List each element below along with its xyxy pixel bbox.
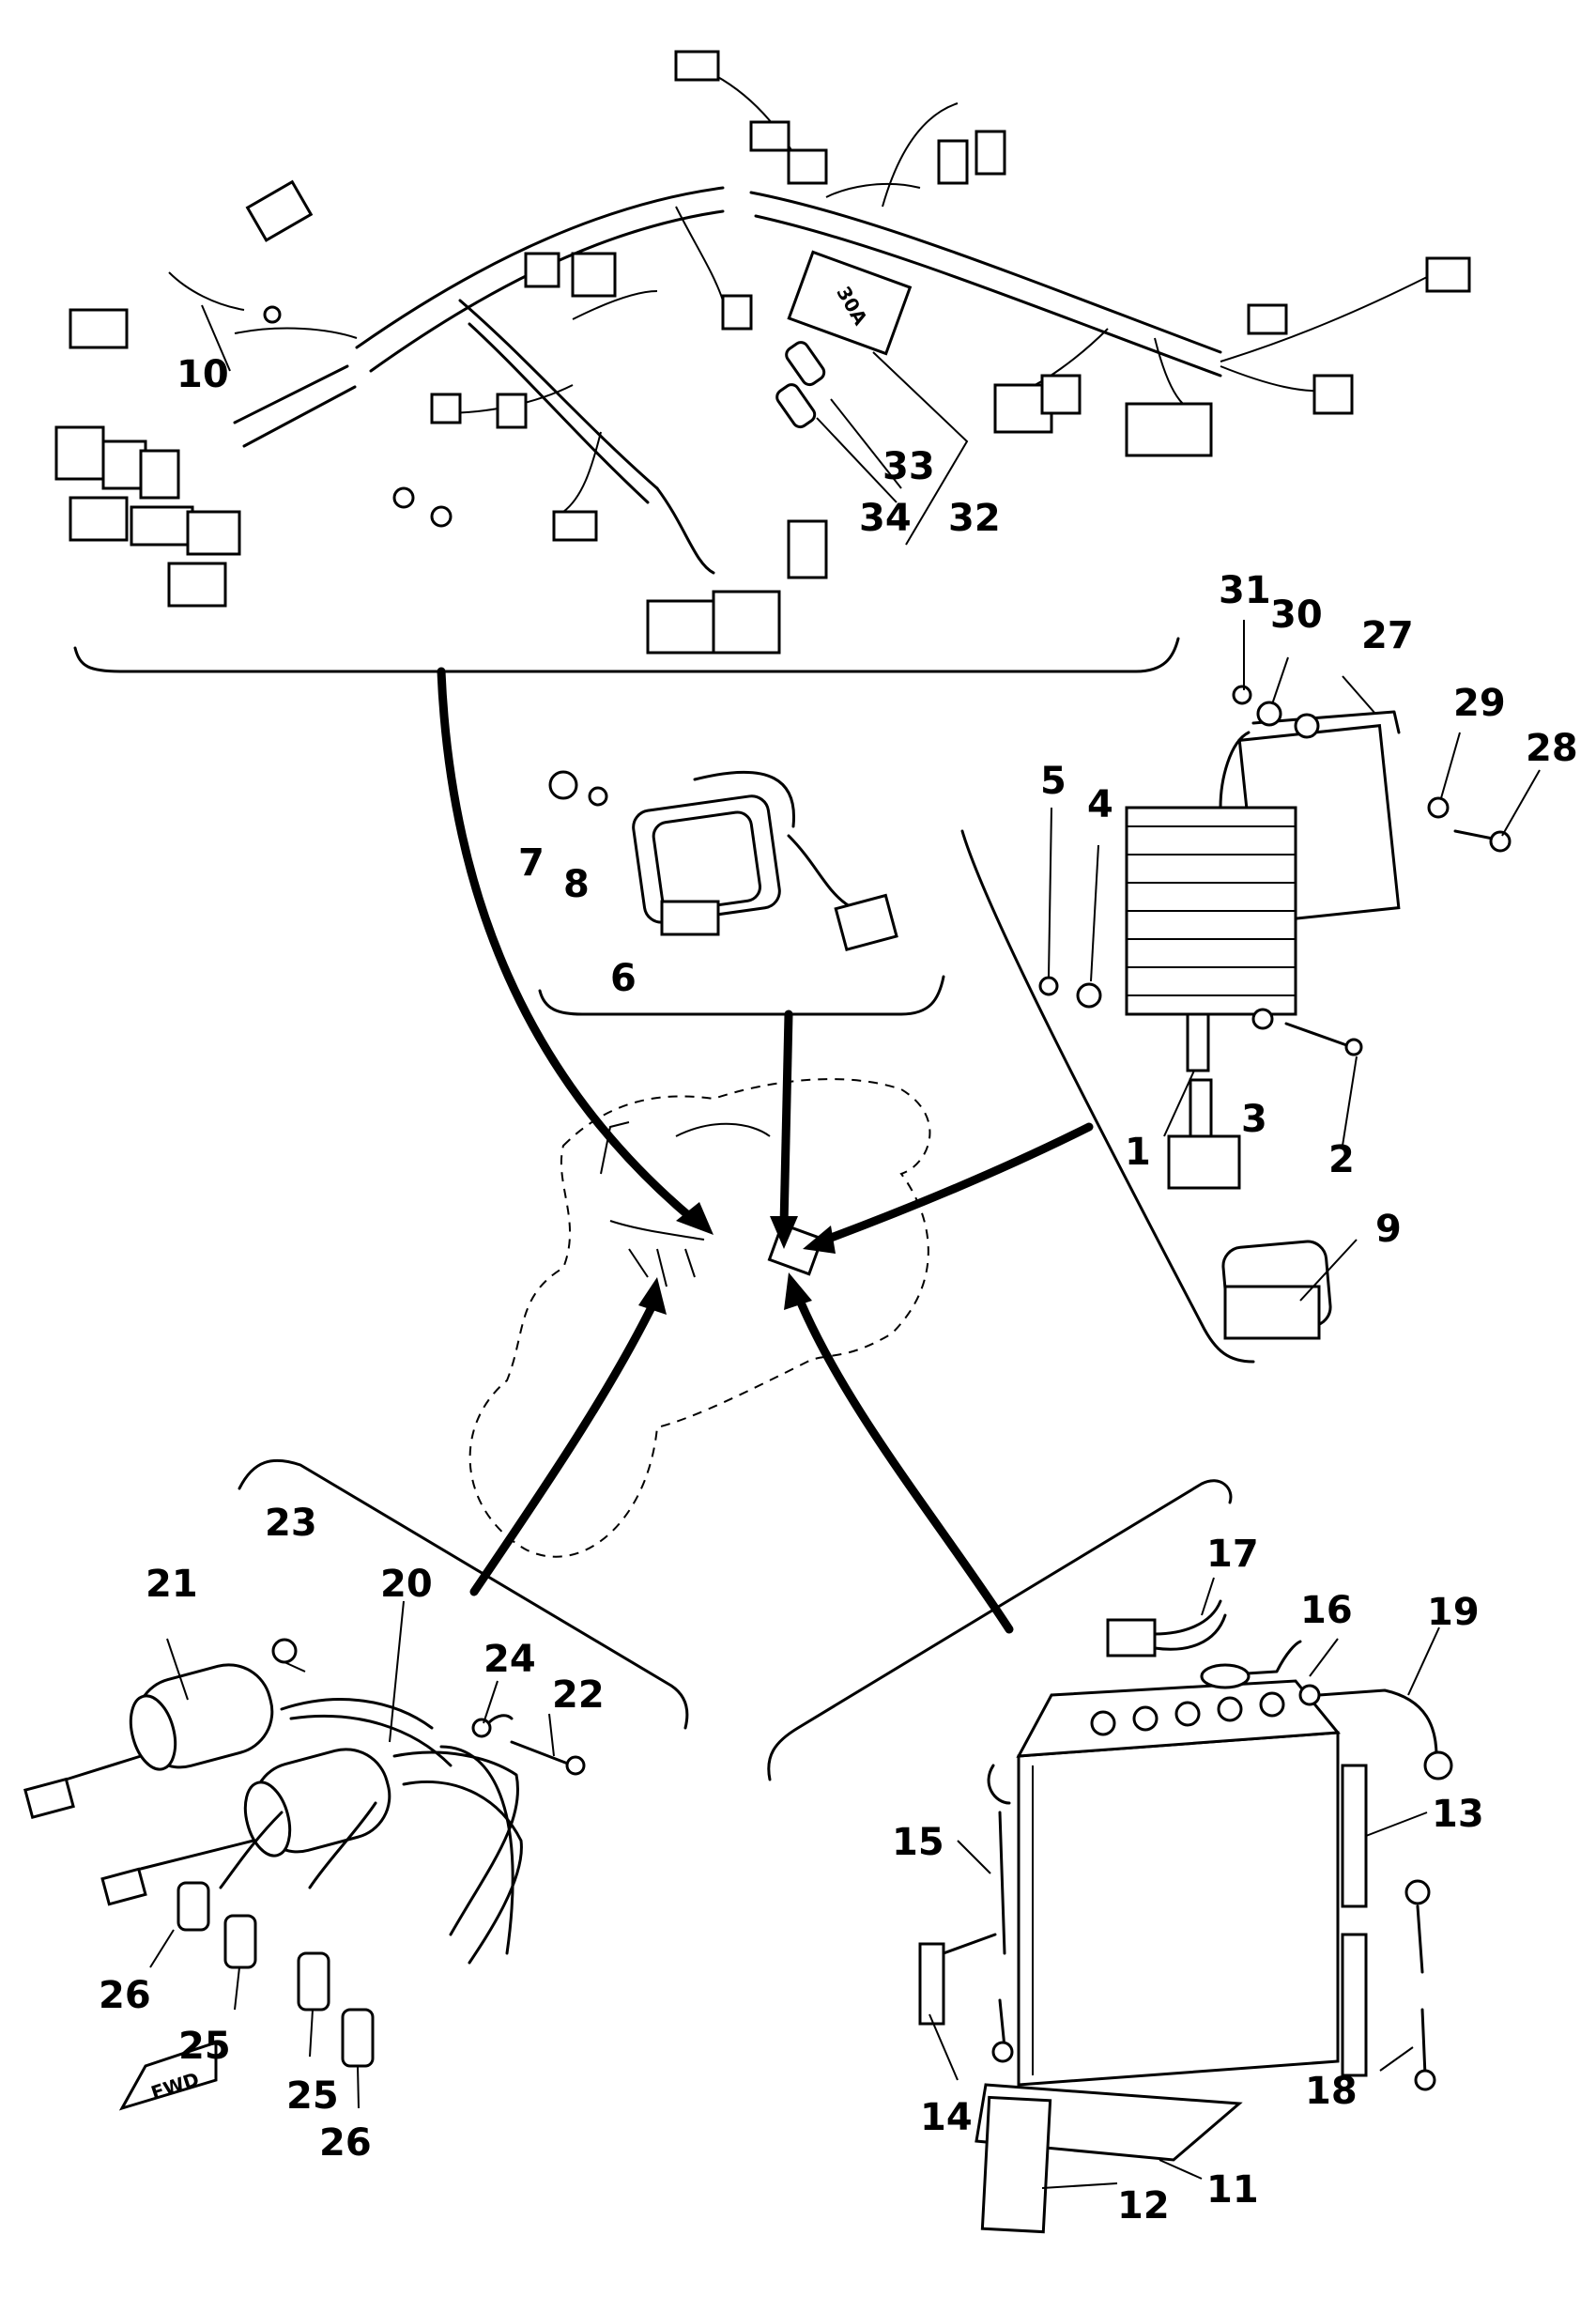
connector-arrows	[437, 667, 1094, 1634]
label-part-2: 2	[1328, 1138, 1355, 1181]
motorcycle-outline	[468, 1078, 931, 1558]
label-part-34: 34	[859, 497, 912, 540]
label-part-5: 5	[1040, 760, 1067, 803]
label-part-25b: 25	[286, 2074, 339, 2118]
label-part-23: 23	[265, 1502, 317, 1545]
label-part-25a: 25	[178, 2025, 231, 2068]
label-part-20: 20	[380, 1563, 433, 1606]
ignition-coils: FWD	[23, 1458, 689, 2111]
part-labels: 1 2 3 4 5 6 7 8 9 10 11 12 13 14 15 16 1…	[99, 353, 1578, 2228]
label-part-24: 24	[483, 1638, 536, 1681]
label-part-7: 7	[518, 841, 545, 885]
label-part-14: 14	[920, 2096, 973, 2139]
label-part-4: 4	[1087, 783, 1113, 826]
label-part-22: 22	[552, 1673, 605, 1717]
label-part-16: 16	[1300, 1589, 1353, 1632]
label-part-17: 17	[1206, 1533, 1259, 1576]
label-part-26a: 26	[99, 1974, 151, 2017]
rectifier-regulator	[960, 620, 1541, 1364]
label-part-19: 19	[1427, 1591, 1480, 1634]
battery	[767, 1479, 1453, 2234]
label-part-21: 21	[146, 1563, 198, 1606]
label-part-30: 30	[1270, 594, 1323, 637]
label-part-13: 13	[1432, 1793, 1484, 1836]
label-part-6: 6	[610, 957, 637, 1000]
wire-harness: 30A	[54, 50, 1471, 673]
label-part-11: 11	[1206, 2168, 1259, 2212]
label-part-3: 3	[1241, 1098, 1267, 1141]
label-part-18: 18	[1305, 2070, 1358, 2113]
label-part-12: 12	[1117, 2184, 1170, 2228]
label-part-27: 27	[1361, 614, 1414, 657]
label-part-1: 1	[1125, 1131, 1151, 1174]
label-part-31: 31	[1219, 569, 1271, 612]
label-part-33: 33	[882, 445, 935, 488]
label-part-9: 9	[1375, 1208, 1402, 1251]
label-part-10: 10	[176, 353, 229, 396]
label-part-15: 15	[892, 1821, 944, 1864]
label-part-28: 28	[1526, 727, 1578, 770]
label-part-8: 8	[563, 863, 590, 906]
label-part-26b: 26	[319, 2121, 372, 2165]
label-part-29: 29	[1453, 682, 1506, 725]
starter-relay	[538, 770, 945, 1016]
label-part-32: 32	[948, 497, 1001, 540]
